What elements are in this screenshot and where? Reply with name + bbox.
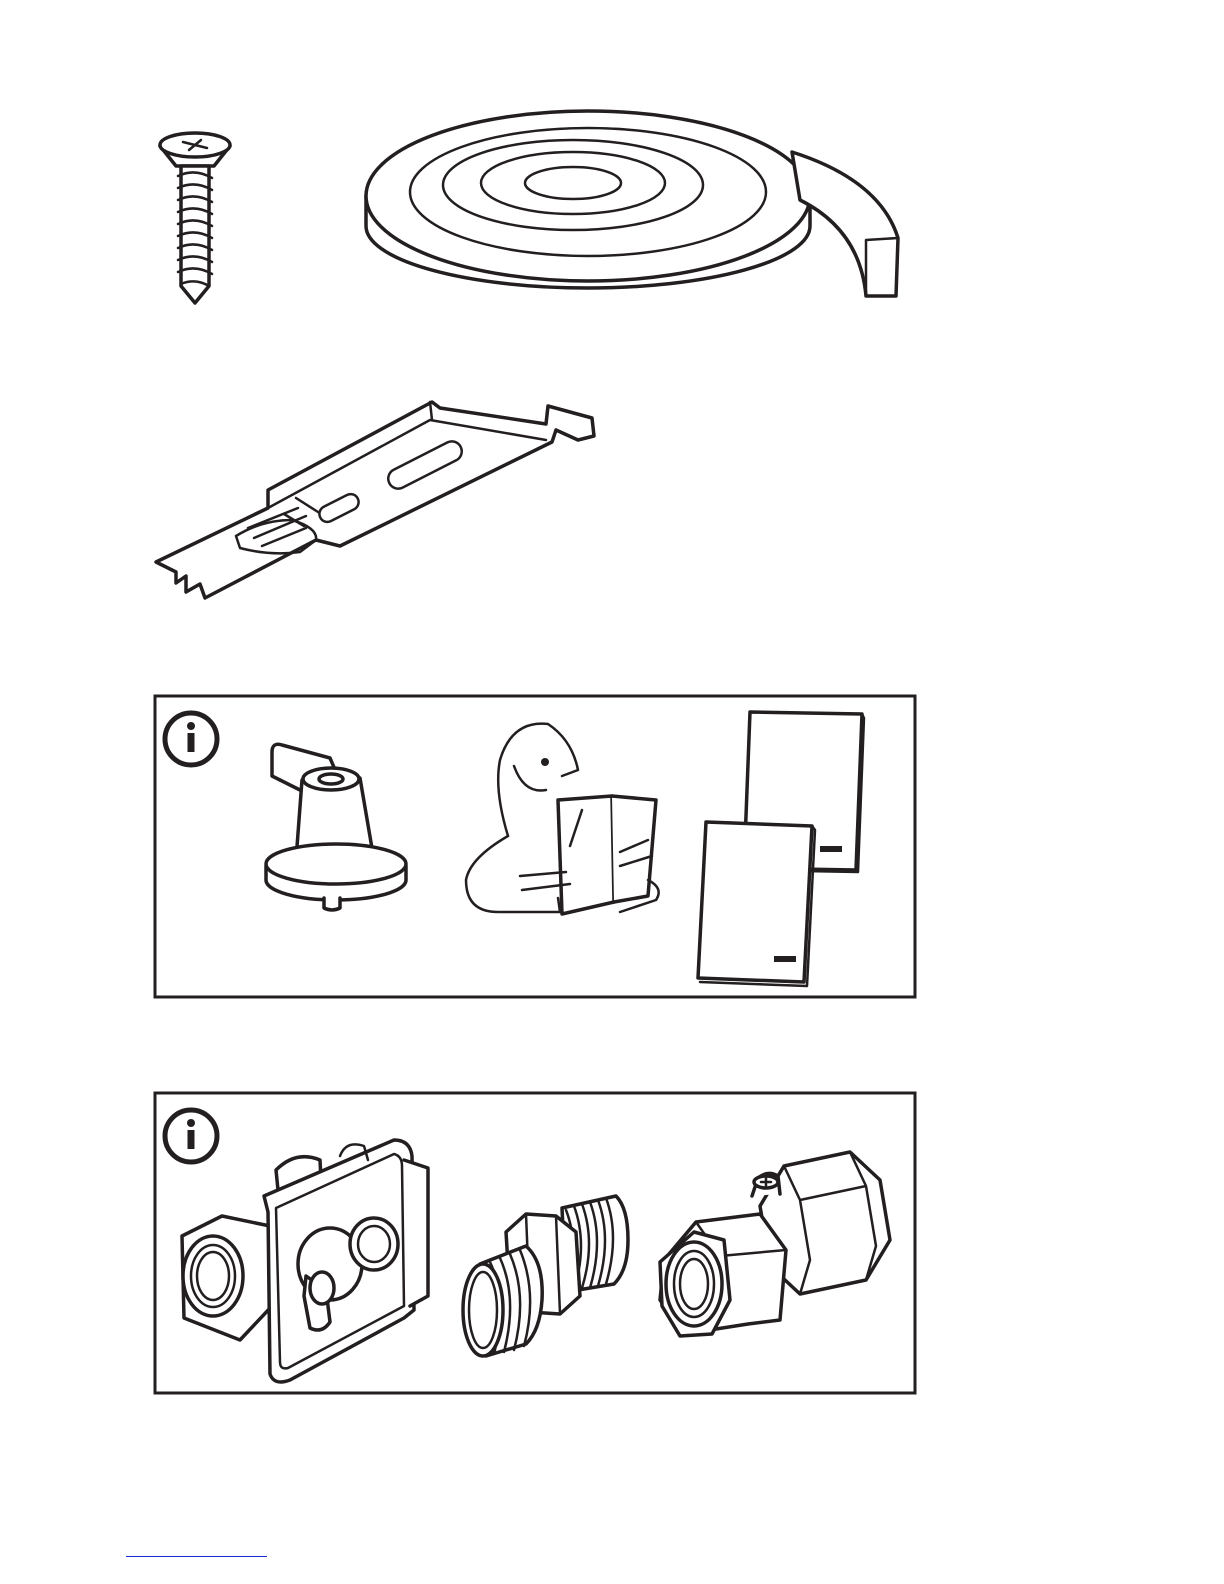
footer-rule bbox=[126, 1556, 267, 1557]
info-icon bbox=[165, 713, 217, 765]
info-icon bbox=[165, 1110, 217, 1162]
info-panel-2 bbox=[155, 1093, 915, 1393]
countersunk-screw-icon bbox=[160, 133, 230, 303]
metal-bracket-icon bbox=[156, 402, 594, 598]
info-panel-1 bbox=[155, 696, 915, 997]
foam-tape-roll-icon bbox=[366, 111, 898, 296]
